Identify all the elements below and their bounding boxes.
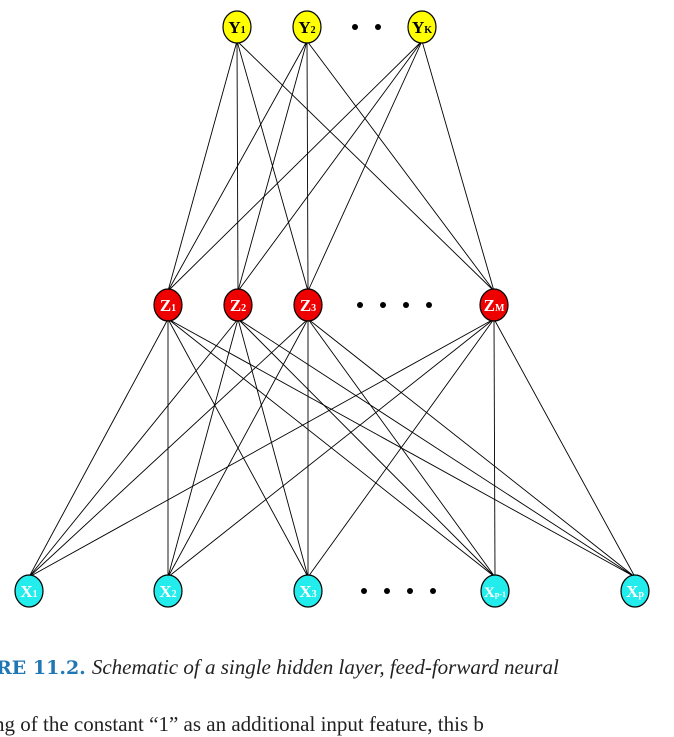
hidden-ellipsis-dot — [380, 302, 386, 308]
input-node-circle — [153, 574, 183, 608]
output-node-label: YK — [412, 18, 432, 37]
input-node-circle — [14, 574, 44, 608]
input-node-label: Xp-1 — [484, 585, 506, 601]
input-node-label: X2 — [159, 582, 176, 601]
edge-y2-zm — [306, 40, 495, 292]
hidden-ellipsis-dot — [357, 302, 363, 308]
node-y1: Y1 — [222, 10, 252, 44]
output-node-circle — [292, 10, 322, 44]
node-z1: Z1 — [153, 288, 183, 322]
node-xp1: Xp-1 — [480, 574, 510, 608]
node-x1: X1 — [14, 574, 44, 608]
node-xp: Xp — [620, 574, 650, 608]
figure-caption: RE 11.2. Schematic of a single hidden la… — [0, 655, 559, 680]
hidden-ellipsis-dot — [403, 302, 409, 308]
edge-z3-x2 — [167, 318, 309, 578]
edge-yk-z2 — [237, 40, 423, 292]
edge-z2-xp1 — [237, 318, 496, 578]
hidden-node-label: Z2 — [230, 296, 246, 315]
edge-y1-z1 — [167, 40, 238, 292]
edge-zm-xp1 — [493, 318, 496, 578]
input-ellipsis-dot — [361, 588, 367, 594]
edge-z2-x3 — [237, 318, 309, 578]
edges — [28, 40, 636, 578]
ellipsis-dots — [352, 24, 436, 594]
edge-zm-x2 — [167, 318, 495, 578]
edge-yk-zm — [421, 40, 495, 292]
hidden-node-label: Z3 — [300, 296, 316, 315]
input-node-label: X3 — [299, 582, 316, 601]
edge-z2-x2 — [167, 318, 239, 578]
node-zm: ZM — [479, 288, 509, 322]
node-z3: Z3 — [293, 288, 323, 322]
nodes: Y1 Y2 YK Z1 Z2 Z3 ZM X1 X2 X3 Xp-1 Xp — [14, 10, 650, 608]
edge-z3-x1 — [28, 318, 309, 578]
input-node-circle — [620, 574, 650, 608]
node-y2: Y2 — [292, 10, 322, 44]
hidden-node-circle — [153, 288, 183, 322]
output-node-circle — [222, 10, 252, 44]
hidden-node-circle — [479, 288, 509, 322]
body-text: ng of the constant “1” as an additional … — [0, 712, 484, 736]
hidden-node-circle — [223, 288, 253, 322]
edge-zm-xp — [493, 318, 636, 578]
input-ellipsis-dot — [407, 588, 413, 594]
edge-z1-x1 — [28, 318, 169, 578]
node-x3: X3 — [293, 574, 323, 608]
figure-label: RE 11.2. — [0, 657, 86, 679]
output-ellipsis-dot — [352, 24, 358, 30]
edge-yk-z3 — [307, 40, 423, 292]
output-node-label: Y1 — [228, 18, 245, 37]
input-node-circle — [480, 574, 510, 608]
hidden-ellipsis-dot — [426, 302, 432, 308]
hidden-node-label: Z1 — [160, 296, 176, 315]
output-node-label: Y2 — [298, 18, 315, 37]
neural-network-diagram: Y1 Y2 YK Z1 Z2 Z3 ZM X1 X2 X3 Xp-1 Xp — [14, 10, 650, 608]
edge-zm-x1 — [28, 318, 495, 578]
edge-y2-z3 — [306, 40, 309, 292]
output-ellipsis-dot — [375, 24, 381, 30]
edge-y1-zm — [236, 40, 495, 292]
hidden-node-label: ZM — [484, 296, 505, 315]
edge-z3-xp — [307, 318, 636, 578]
edge-z2-x1 — [28, 318, 239, 578]
input-ellipsis-dot — [430, 588, 436, 594]
node-z2: Z2 — [223, 288, 253, 322]
hidden-node-circle — [293, 288, 323, 322]
edge-y2-z2 — [237, 40, 308, 292]
node-x2: X2 — [153, 574, 183, 608]
input-node-label: X1 — [20, 582, 37, 601]
input-node-circle — [293, 574, 323, 608]
edge-y2-z1 — [167, 40, 308, 292]
edge-zm-x3 — [307, 318, 495, 578]
caption-text: Schematic of a single hidden layer, feed… — [91, 655, 559, 679]
output-node-circle — [407, 10, 437, 44]
edge-yk-z1 — [167, 40, 423, 292]
input-ellipsis-dot — [384, 588, 390, 594]
edge-z2-xp — [237, 318, 636, 578]
input-node-label: Xp — [626, 582, 644, 601]
node-yk: YK — [407, 10, 437, 44]
